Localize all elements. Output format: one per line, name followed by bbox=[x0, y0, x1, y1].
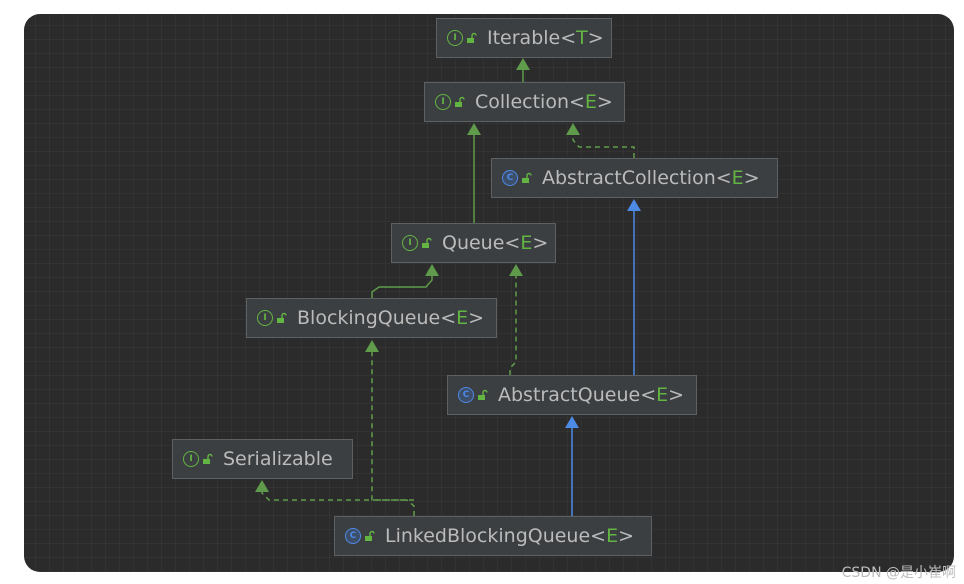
node-queue[interactable]: I Queue<E> bbox=[391, 223, 556, 263]
open-lock-icon bbox=[203, 453, 213, 464]
arrow-head bbox=[365, 340, 379, 352]
class-name: AbstractCollection bbox=[542, 167, 716, 189]
type-parameter: E bbox=[520, 232, 533, 254]
node-collection[interactable]: I Collection<E> bbox=[424, 82, 625, 122]
node-abstract-collection[interactable]: C AbstractCollection <E> bbox=[491, 158, 778, 198]
open-lock-icon bbox=[277, 312, 287, 323]
class-icon: C bbox=[345, 528, 361, 544]
arrow-head bbox=[627, 199, 641, 211]
open-lock-icon bbox=[455, 96, 465, 107]
arrow-head bbox=[467, 123, 481, 135]
node-iterable[interactable]: I Iterable<T> bbox=[436, 18, 612, 58]
type-parameter: E bbox=[456, 307, 469, 329]
interface-icon: I bbox=[435, 94, 451, 110]
arrow-head bbox=[516, 58, 530, 70]
edge-blockingqueue-extends-queue bbox=[371, 271, 433, 298]
edge-abstractqueue-implements-queue bbox=[509, 271, 517, 375]
class-name: LinkedBlockingQueue bbox=[385, 525, 591, 547]
class-icon: C bbox=[502, 170, 518, 186]
edge-linkedblockingqueue-implements-serializable bbox=[261, 487, 414, 501]
type-parameter: E bbox=[606, 525, 619, 547]
class-name: Iterable bbox=[487, 27, 561, 49]
node-serializable[interactable]: I Serializable bbox=[172, 439, 353, 479]
open-lock-icon bbox=[422, 237, 432, 248]
node-abstract-queue[interactable]: C AbstractQueue <E> bbox=[447, 375, 697, 415]
class-name: AbstractQueue bbox=[498, 384, 641, 406]
class-name: Serializable bbox=[223, 448, 333, 470]
class-name: Queue bbox=[442, 232, 505, 254]
node-linked-blocking-queue[interactable]: C LinkedBlockingQueue <E> bbox=[334, 516, 652, 556]
watermark-text: CSDN @是小崔啊 bbox=[841, 565, 956, 581]
node-blocking-queue[interactable]: I BlockingQueue <E> bbox=[246, 298, 497, 338]
open-lock-icon bbox=[365, 530, 375, 541]
arrow-head bbox=[509, 264, 523, 276]
interface-icon: I bbox=[183, 451, 199, 467]
arrow-head bbox=[566, 123, 580, 135]
uml-diagram-canvas: I Iterable<T> I Collection<E> C Abstract… bbox=[24, 14, 954, 572]
arrow-head bbox=[255, 480, 269, 492]
arrow-head bbox=[425, 264, 439, 276]
class-name: Collection bbox=[475, 91, 569, 113]
open-lock-icon bbox=[522, 172, 532, 183]
open-lock-icon bbox=[478, 389, 488, 400]
edge-abstractcollection-implements-collection bbox=[572, 130, 635, 158]
edge-linkedblockingqueue-implements-blockingqueue bbox=[371, 347, 415, 516]
type-parameter: E bbox=[656, 384, 669, 406]
type-parameter: E bbox=[584, 91, 597, 113]
class-icon: C bbox=[458, 387, 474, 403]
class-name: BlockingQueue bbox=[297, 307, 441, 329]
type-parameter: E bbox=[731, 167, 744, 189]
edges-layer bbox=[255, 58, 641, 516]
arrow-head bbox=[565, 416, 579, 428]
interface-icon: I bbox=[402, 235, 418, 251]
interface-icon: I bbox=[257, 310, 273, 326]
open-lock-icon bbox=[467, 32, 477, 43]
type-parameter: T bbox=[576, 27, 588, 49]
interface-icon: I bbox=[447, 30, 463, 46]
